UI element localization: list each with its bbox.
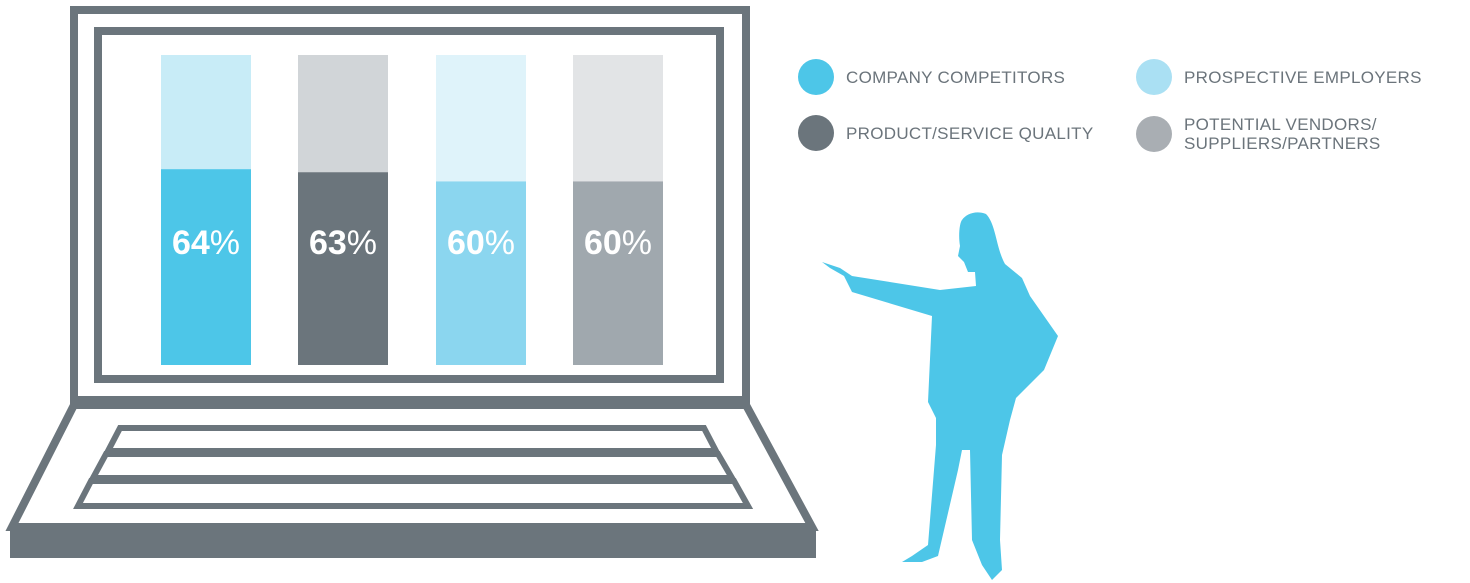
bar-value	[436, 181, 526, 365]
legend-label: PROSPECTIVE EMPLOYERS	[1184, 67, 1422, 87]
bar-chart	[161, 55, 663, 365]
legend-label: COMPANY COMPETITORS	[846, 67, 1066, 87]
bar-data-label: 60%	[583, 224, 653, 262]
bar-value	[573, 181, 663, 365]
bar-value	[298, 172, 388, 365]
laptop-screen-frame	[70, 6, 750, 404]
legend-item-prospective-employers: PROSPECTIVE EMPLOYERS	[1136, 59, 1422, 95]
legend-swatch	[1136, 116, 1172, 152]
laptop-keyboard-deck	[5, 401, 819, 531]
bar-data-label: 60%	[446, 224, 516, 262]
presenter-silhouette	[822, 212, 1058, 580]
keyboard-row	[103, 425, 721, 454]
legend-swatch	[798, 59, 834, 95]
legend-item-company-competitors: COMPANY COMPETITORS	[798, 59, 1065, 95]
legend-item-potential-vendors: POTENTIAL VENDORS/ SUPPLIERS/PARTNERS	[1136, 115, 1381, 153]
legend-item-product-service-quality: PRODUCT/SERVICE QUALITY	[798, 115, 1093, 151]
bar-value	[161, 169, 251, 365]
legend-label: PRODUCT/SERVICE QUALITY	[846, 123, 1094, 143]
presenter-figure-icon	[822, 212, 1058, 580]
laptop-icon	[5, 6, 819, 558]
bar-data-label: 64%	[171, 224, 241, 262]
keyboard-row	[73, 478, 754, 509]
bar-data-label: 63%	[308, 224, 378, 262]
laptop-base	[10, 531, 816, 558]
legend-label: POTENTIAL VENDORS/ SUPPLIERS/PARTNERS	[1184, 115, 1381, 153]
keyboard-row	[87, 451, 738, 481]
laptop-screen-inner-frame	[94, 27, 724, 383]
legend-swatch	[798, 115, 834, 151]
legend-swatch	[1136, 59, 1172, 95]
